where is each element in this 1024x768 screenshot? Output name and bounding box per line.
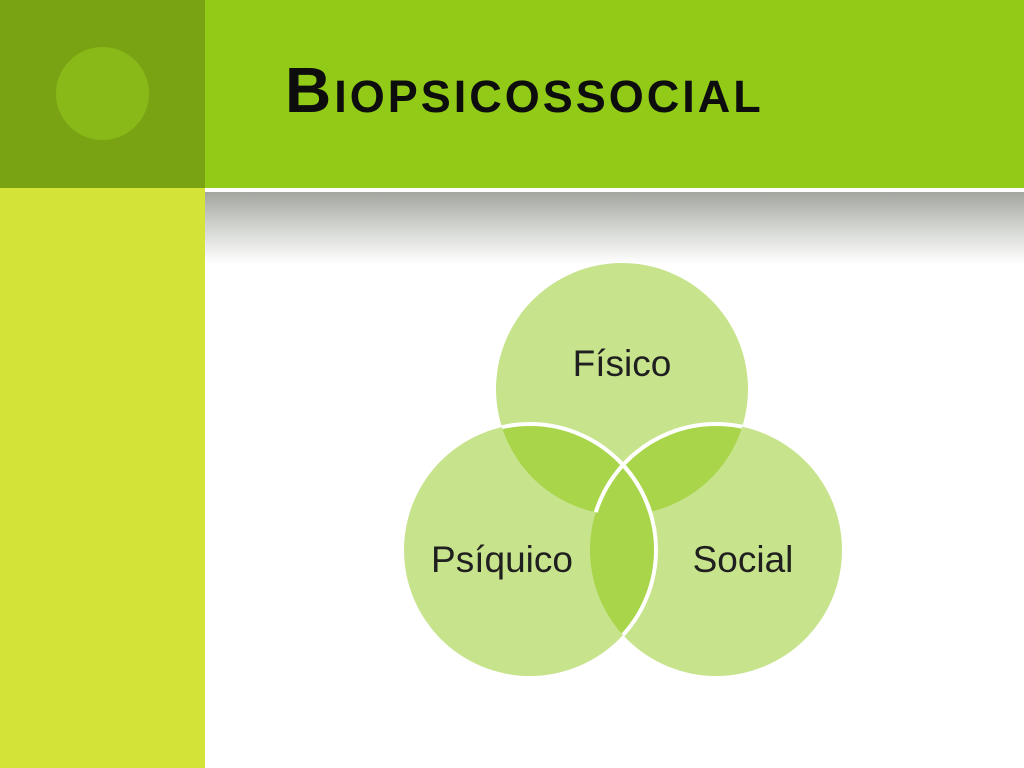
venn-outline-social	[588, 422, 748, 515]
venn-outline-psiquico-inner	[590, 424, 658, 676]
slide-title: Biopsicossocial	[285, 54, 764, 126]
header-corner-block	[0, 0, 205, 188]
decorative-circle	[56, 47, 149, 140]
header-divider	[205, 188, 1024, 192]
left-side-strip	[0, 188, 205, 768]
venn-label-psiquico: Psíquico	[431, 539, 573, 580]
header-shadow	[205, 192, 1024, 264]
title-bar	[205, 0, 1024, 188]
venn-overlap-fisico-social	[590, 424, 748, 515]
venn-overlap-fisico-psiquico	[496, 424, 656, 515]
venn-label-social: Social	[693, 539, 794, 580]
venn-outline-psiquico	[496, 422, 658, 515]
venn-label-fisico: Físico	[573, 343, 672, 384]
